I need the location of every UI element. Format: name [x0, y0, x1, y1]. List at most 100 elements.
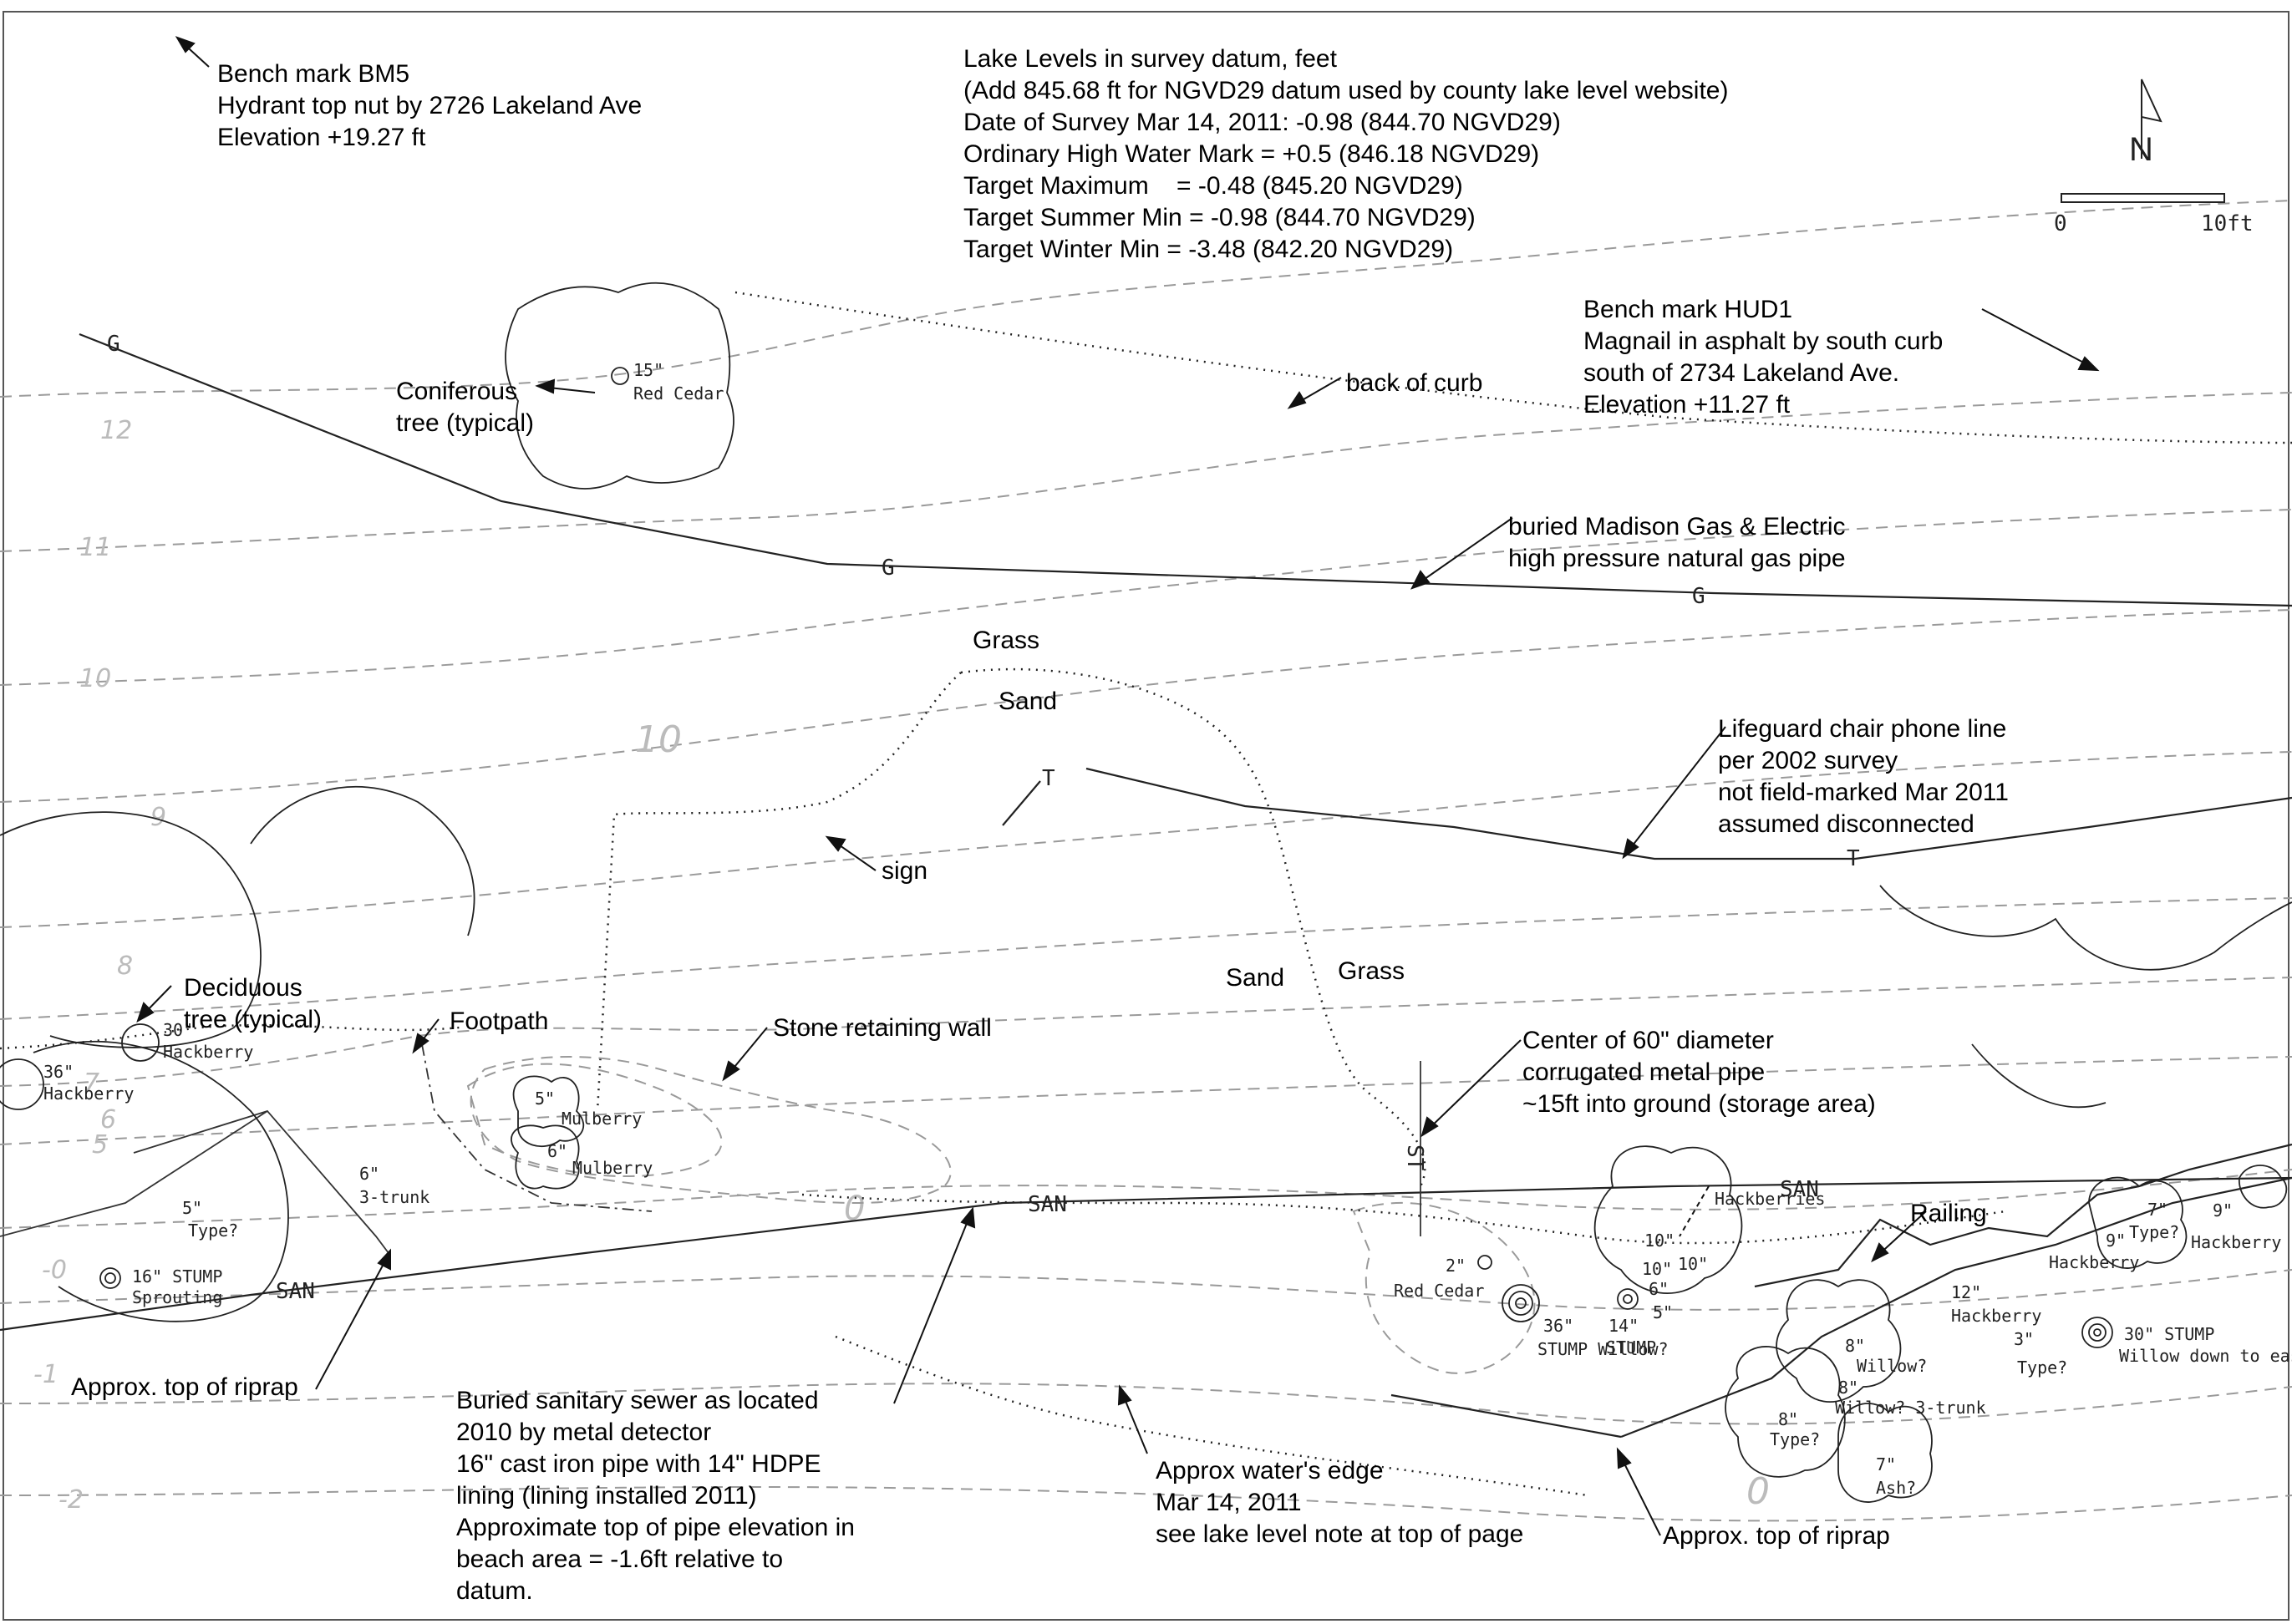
- svg-text:30" STUMP: 30" STUMP: [2124, 1324, 2214, 1344]
- svg-text:14": 14": [1608, 1316, 1639, 1336]
- svg-text:beach area = -1.6ft relative t: beach area = -1.6ft relative to: [456, 1545, 783, 1573]
- water-edge-lower: [835, 1335, 1588, 1497]
- footpath-edge: [596, 672, 962, 1112]
- footpath-line: [421, 1043, 653, 1212]
- svg-text:Grass: Grass: [1338, 957, 1405, 985]
- tree-labels: 30" Hackberry 36" Hackberry 5" Mulberry …: [43, 1020, 2292, 1498]
- svg-text:Hackberries: Hackberries: [1715, 1189, 1825, 1209]
- grass-sand-boundary: [960, 667, 1426, 1187]
- svg-text:3": 3": [2014, 1329, 2034, 1349]
- svg-text:6": 6": [547, 1141, 567, 1161]
- svg-text:see lake level note at top of: see lake level note at top of page: [1156, 1520, 1523, 1548]
- svg-text:not field-marked Mar 2011: not field-marked Mar 2011: [1718, 779, 2009, 806]
- svg-text:Mulberry: Mulberry: [572, 1158, 653, 1178]
- svg-text:2": 2": [1446, 1256, 1466, 1276]
- svg-text:STUMP: STUMP: [1606, 1337, 1656, 1358]
- svg-text:6": 6": [359, 1164, 379, 1184]
- svg-text:9": 9": [2213, 1200, 2233, 1221]
- svg-text:Red Cedar: Red Cedar: [1394, 1281, 1484, 1301]
- svg-text:Footpath: Footpath: [450, 1007, 548, 1035]
- svg-text:Lifeguard chair phone line: Lifeguard chair phone line: [1718, 715, 2006, 743]
- svg-text:Bench mark BM5: Bench mark BM5: [217, 60, 409, 88]
- svg-text:G: G: [1692, 584, 1705, 609]
- svg-text:Red Cedar: Red Cedar: [633, 383, 724, 403]
- svg-text:8": 8": [1778, 1409, 1798, 1429]
- gas-pipe-line: G G G: [79, 332, 2292, 609]
- svg-text:9: 9: [150, 803, 166, 832]
- svg-text:STUMP Willow?: STUMP Willow?: [1537, 1339, 1669, 1359]
- svg-text:30": 30": [163, 1020, 193, 1040]
- svg-text:5": 5": [182, 1198, 202, 1218]
- svg-text:T: T: [1042, 766, 1055, 791]
- water-edge-line: [801, 1193, 2006, 1245]
- svg-text:6: 6: [100, 1105, 116, 1134]
- svg-text:Ordinary High Water Mark = +0.: Ordinary High Water Mark = +0.5 (846.18 …: [963, 140, 1539, 168]
- svg-text:0: 0: [2054, 211, 2067, 236]
- tree-cluster-mulberry: [511, 1075, 585, 1190]
- svg-text:Date of Survey Mar 14, 2011: -: Date of Survey Mar 14, 2011: -0.98 (844.…: [963, 109, 1561, 136]
- north-arrow: N: [2129, 79, 2162, 168]
- svg-text:36": 36": [1543, 1316, 1573, 1336]
- svg-text:Hackberry: Hackberry: [43, 1084, 134, 1104]
- svg-text:10: 10: [79, 664, 111, 693]
- svg-text:5: 5: [92, 1130, 108, 1160]
- svg-text:Elevation +11.27 ft: Elevation +11.27 ft: [1583, 391, 1791, 419]
- svg-text:7": 7": [1876, 1454, 1896, 1474]
- svg-text:Hackberry: Hackberry: [1951, 1306, 2041, 1326]
- svg-text:16" STUMP: 16" STUMP: [132, 1266, 222, 1287]
- svg-text:sign: sign: [882, 857, 927, 885]
- svg-text:Hackberry: Hackberry: [2191, 1232, 2281, 1252]
- svg-text:Buried sanitary sewer as locat: Buried sanitary sewer as located: [456, 1387, 819, 1414]
- riprap-line-mid: [1390, 1393, 1622, 1439]
- svg-text:12": 12": [1951, 1282, 1981, 1302]
- svg-text:G: G: [882, 556, 895, 581]
- svg-text:Target Summer Min = -0.98 (844: Target Summer Min = -0.98 (844.70 NGVD29…: [963, 204, 1476, 231]
- tree-cluster-right: [1593, 1145, 2288, 1503]
- svg-text:Sand: Sand: [999, 688, 1057, 715]
- svg-text:Approx water's edge: Approx water's edge: [1156, 1457, 1384, 1484]
- svg-text:8": 8": [1845, 1336, 1865, 1356]
- svg-text:10": 10": [1642, 1259, 1672, 1279]
- svg-text:16" cast iron pipe with 14" HD: 16" cast iron pipe with 14" HDPE: [456, 1450, 821, 1478]
- svg-text:Deciduous: Deciduous: [184, 974, 302, 1002]
- svg-text:10: 10: [635, 718, 682, 761]
- tree-symbols: [0, 1023, 2113, 1348]
- svg-text:5": 5": [1653, 1302, 1673, 1322]
- svg-text:-1: -1: [33, 1360, 58, 1389]
- svg-text:high pressure natural gas pipe: high pressure natural gas pipe: [1508, 545, 1846, 572]
- deciduous-tree-canopies: [0, 785, 2292, 1322]
- svg-text:-2: -2: [58, 1485, 84, 1515]
- svg-text:36": 36": [43, 1062, 74, 1082]
- svg-text:7: 7: [84, 1068, 99, 1098]
- svg-text:10": 10": [1678, 1254, 1708, 1274]
- svg-text:Hackberry: Hackberry: [2049, 1252, 2139, 1272]
- svg-text:7": 7": [2147, 1200, 2167, 1220]
- svg-text:tree (typical): tree (typical): [184, 1006, 322, 1033]
- svg-text:Willow down to east: Willow down to east: [2119, 1346, 2292, 1366]
- svg-text:Hydrant top nut by 2726 Lakela: Hydrant top nut by 2726 Lakeland Ave: [217, 92, 642, 119]
- svg-text:Approximate top of pipe elevat: Approximate top of pipe elevation in: [456, 1514, 855, 1541]
- riprap-line-right: [1620, 1176, 2292, 1439]
- back-of-curb-line: [734, 291, 2292, 444]
- svg-text:5": 5": [535, 1089, 555, 1109]
- leader-arrows: [136, 36, 2100, 1536]
- svg-text:-0: -0: [42, 1256, 67, 1285]
- svg-text:Center of 60" diameter: Center of 60" diameter: [1522, 1027, 1774, 1054]
- svg-text:south of 2734 Lakeland Ave.: south of 2734 Lakeland Ave.: [1583, 359, 1899, 387]
- svg-text:Bench mark HUD1: Bench mark HUD1: [1583, 296, 1792, 323]
- svg-text:6": 6": [1649, 1279, 1669, 1299]
- svg-text:~15ft into ground (storage are: ~15ft into ground (storage area): [1522, 1090, 1876, 1118]
- map-annotations: Coniferous tree (typical) back of curb b…: [71, 369, 2009, 1605]
- svg-text:Railing: Railing: [1910, 1200, 1987, 1227]
- lake-levels-note: Lake Levels in survey datum, feet (Add 8…: [963, 45, 1728, 263]
- svg-text:Mulberry: Mulberry: [562, 1109, 642, 1129]
- svg-text:buried Madison Gas & Electric: buried Madison Gas & Electric: [1508, 513, 1846, 540]
- svg-text:10ft: 10ft: [2201, 211, 2254, 236]
- coniferous-tree-symbol: 15" Red Cedar: [505, 282, 734, 490]
- svg-text:Grass: Grass: [973, 627, 1039, 654]
- svg-text:Stone retaining wall: Stone retaining wall: [773, 1014, 992, 1042]
- retaining-wall-left: [0, 1109, 389, 1254]
- svg-text:back of curb: back of curb: [1346, 369, 1482, 397]
- svg-text:(Add 845.68 ft for NGVD29 datu: (Add 845.68 ft for NGVD29 datum used by …: [963, 77, 1728, 104]
- sewer-line: SAN SAN SAN: [0, 1176, 2292, 1332]
